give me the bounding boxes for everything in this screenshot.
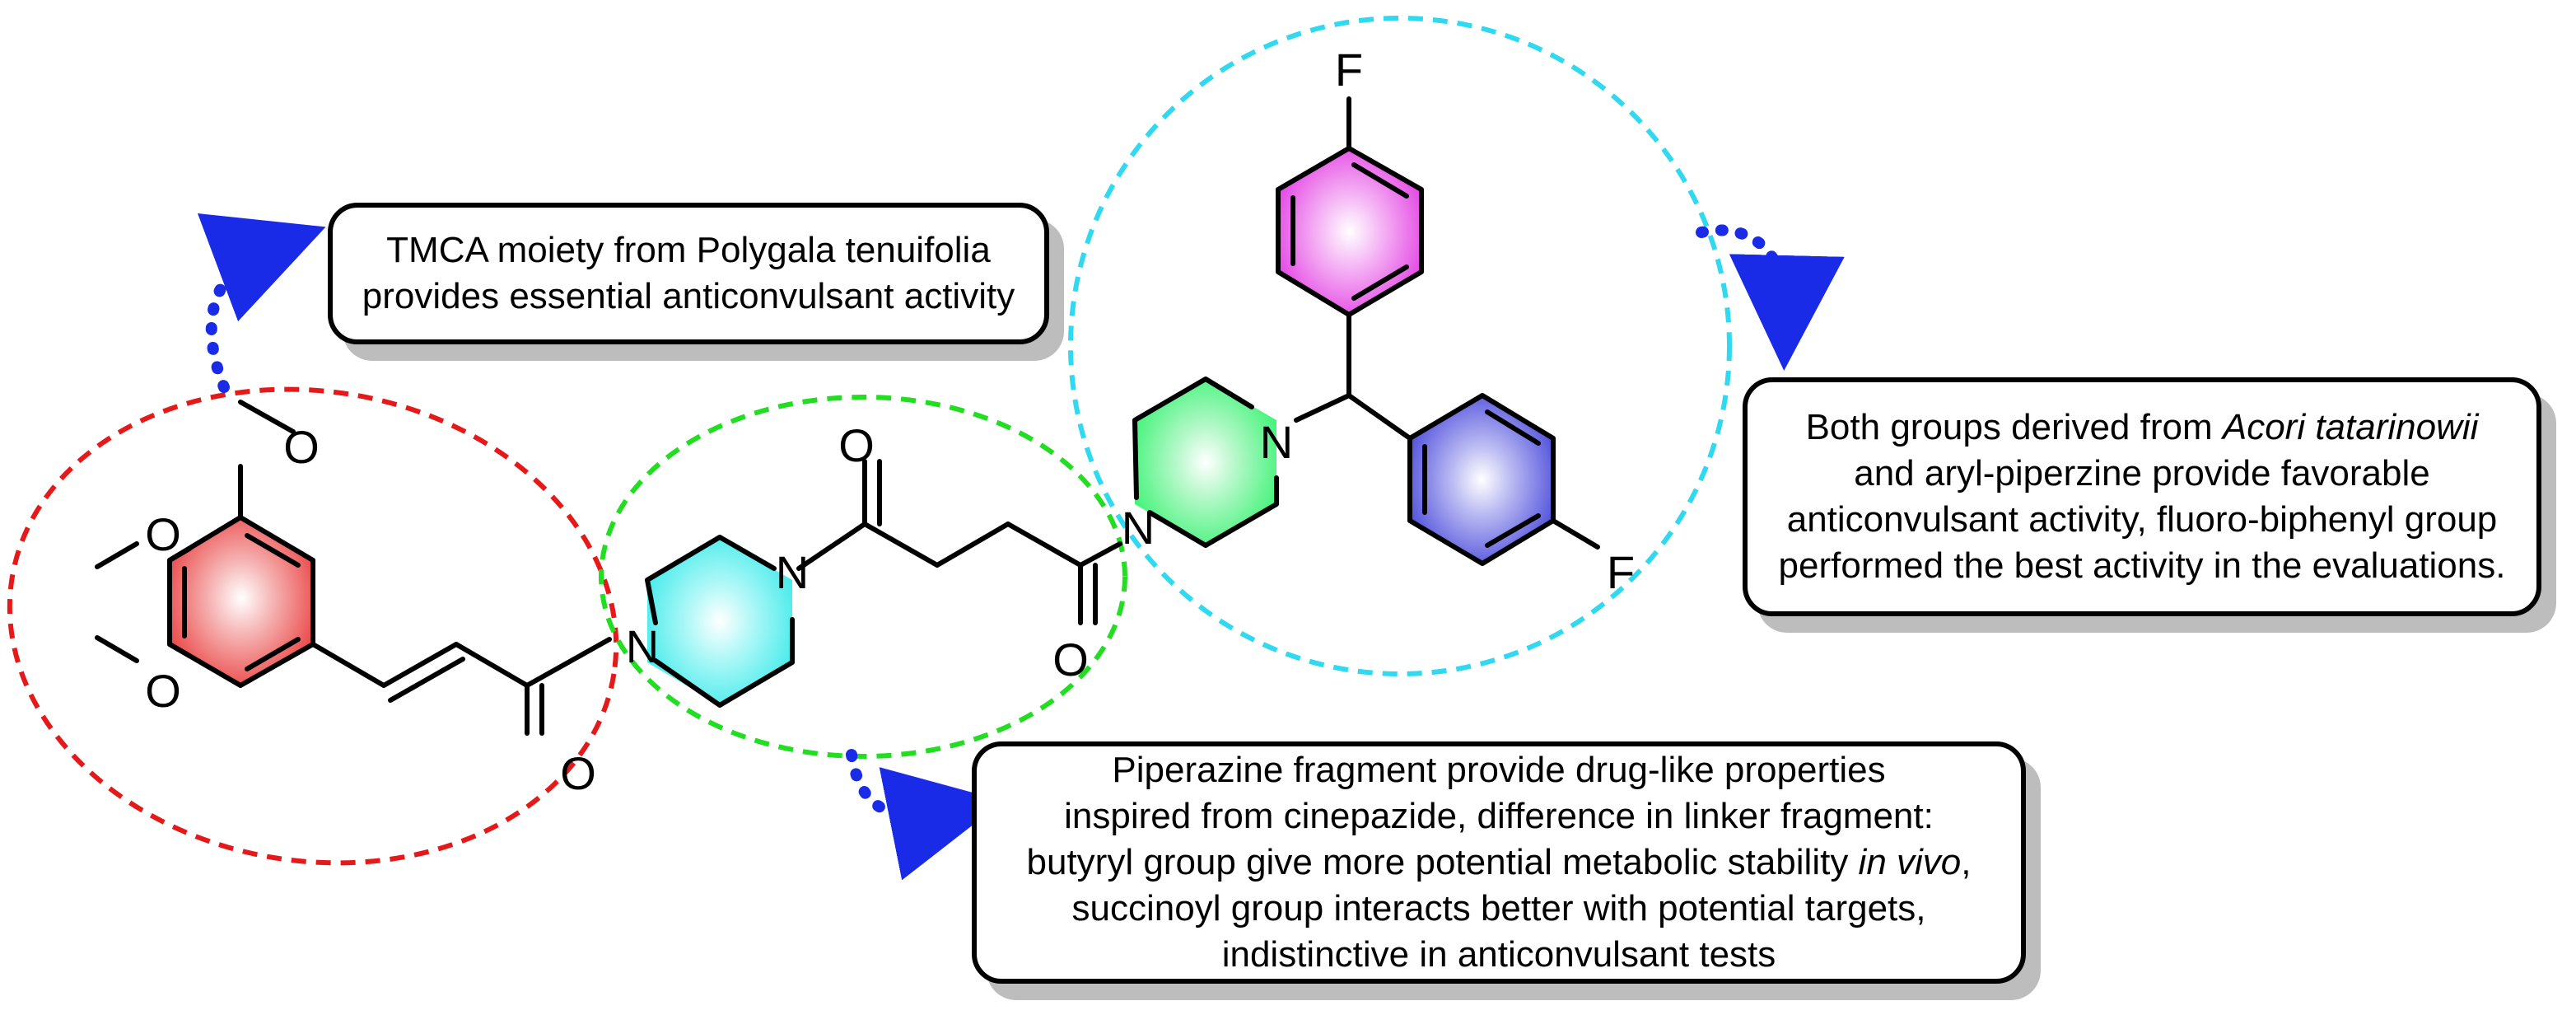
molecule-bonds [95, 96, 1600, 736]
tmca-highlight-ellipse [7, 386, 619, 866]
acori-callout-line-2: and aryl-piperzine provide favorable [1854, 453, 2430, 493]
fluorophenyl-ring-top [1278, 148, 1421, 315]
tmca-callout-line-1: TMCA moiety from Polygala tenuifolia [386, 230, 991, 270]
in-vivo-text: in vivo [1858, 842, 1962, 882]
trimethoxyphenyl-ring [170, 517, 313, 685]
atom-label-o-carbonyl-2: O [838, 419, 875, 471]
atom-label-n-piperazine-1a: N [626, 620, 659, 672]
piperazine-callout-line-3: butyryl group give more potential metabo… [1027, 840, 1972, 886]
atom-label-o-methoxy-top: O [283, 421, 320, 473]
acori-callout-line-1-prefix: Both groups derived from [1805, 407, 2223, 447]
arrow-to-piperazine-callout [846, 749, 1004, 881]
piperazine-callout-line-1: Piperazine fragment provide drug-like pr… [1112, 750, 1886, 790]
atom-label-o-carbonyl-3: O [1052, 634, 1089, 685]
acori-callout-line-1: Both groups derived from Acori tatarinow… [1806, 405, 2479, 451]
atom-label-o-methoxy-middle: O [145, 508, 181, 560]
acori-callout-line-4: performed the best activity in the evalu… [1778, 545, 2506, 586]
atom-label-o-methoxy-bottom: O [145, 665, 181, 717]
atom-label-o-carbonyl-1: O [560, 747, 596, 799]
arrow-to-acori-callout [1696, 224, 1845, 371]
piperazine-ring-2 [1135, 379, 1276, 545]
piperazine-ring [647, 537, 792, 705]
fluorophenyl-ring-bottom [1410, 395, 1553, 564]
atom-label-n-piperazine-2a: N [1122, 502, 1155, 554]
acori-species-name: Acori tatarinowii [2222, 407, 2479, 447]
piperazine-callout-line-3-suffix: , [1961, 842, 1972, 882]
acori-callout-line-3: anticonvulsant activity, fluoro-biphenyl… [1786, 499, 2498, 540]
piperazine-callout-line-4: succinoyl group interacts better with po… [1071, 888, 1926, 928]
acori-callout: Both groups derived from Acori tatarinow… [1743, 377, 2541, 616]
piperazine-callout-line-2: inspired from cinepazide, difference in … [1064, 796, 1934, 836]
linker-highlight-ellipse [599, 395, 1127, 759]
tmca-callout-line-2: provides essential anticonvulsant activi… [362, 276, 1015, 316]
atom-label-n-piperazine-1b: N [776, 546, 809, 598]
piperazine-callout-line-5: indistinctive in anticonvulsant tests [1221, 934, 1776, 975]
atom-label-f-bottom: F [1607, 546, 1635, 598]
atom-label-f-top: F [1335, 44, 1363, 96]
piperazine-callout-line-3-prefix: butyryl group give more potential metabo… [1026, 842, 1859, 882]
arrow-to-tmca-callout [197, 213, 326, 393]
tmca-callout: TMCA moiety from Polygala tenuifolia pro… [328, 203, 1049, 344]
atom-label-n-piperazine-2b: N [1260, 416, 1293, 468]
piperazine-callout: Piperazine fragment provide drug-like pr… [972, 741, 2026, 984]
